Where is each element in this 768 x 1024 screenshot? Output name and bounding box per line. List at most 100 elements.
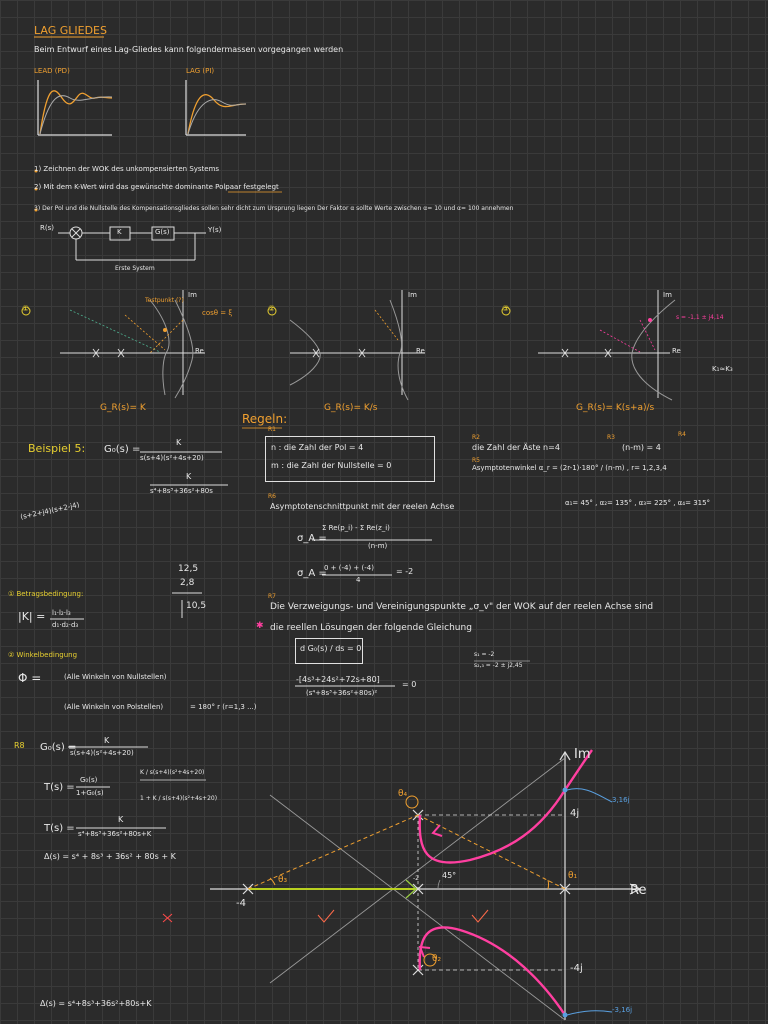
page-title: LAG GLIEDES [34,24,107,37]
bigplot-re: Re [630,883,647,898]
plot1-testpunkt: Testpunkt (?) [145,297,184,304]
regeln-r1: R1 [268,426,276,433]
deriv-den: (s⁴+8s³+36s²+80s)² [306,689,378,697]
beispiel-title: Beispiel 5: [28,442,86,455]
regeln-r7-text: Die Verzweigungs- und Vereinigungspunkte… [270,602,654,612]
plot1-marker: ① [22,304,30,313]
plot2-formula: G_R(s)= K/s [324,403,378,413]
winkel-sum2-result: = 180° r (r=1,3 ...) [190,703,257,711]
regeln-r6-text: Asymptotenschnittpunkt mit der reelen Ac… [270,502,455,511]
dg-eq: d G₀(s) / ds = 0 [300,644,362,653]
winkel-phi: Φ = [18,671,42,685]
bigplot-minus2: -2 [413,875,419,882]
s1-root: s₁ = -2 [474,651,495,658]
r8-t2-num: K [118,815,124,824]
betrag-num: l₁·l₂·l₃ [52,609,71,617]
betrag-den: d₁·d₂·d₃ [52,621,79,629]
r8-t-big: K / s(s+4)(s²+4s+20) [140,769,205,776]
intro-text: Beim Entwurf eines Lag-Gliedes kann folg… [34,45,344,54]
r8-g0-lhs: G₀(s) = [40,742,77,753]
step-3: 3) Der Pol und die Nullstelle des Kompen… [34,205,514,212]
dg-box [295,638,363,664]
winkel-sum2: (Alle Winkeln von Polstellen) [64,703,164,711]
regeln-r2-text: die Zahl der Äste n=4 [472,443,560,452]
beispiel-g0-den: s(s+4)(s²+4s+20) [140,454,204,462]
bigplot-theta4: θ₄ [398,789,408,799]
sigma-den: (n-m) [368,542,388,550]
bigplot-theta2: θ₂ [432,954,442,964]
lag-step-response [185,80,247,136]
r8-t-den: 1+G₀(s) [76,789,104,797]
deriv-eq: = 0 [402,680,417,689]
block-input: R(s) [40,224,54,232]
step-1: 1) Zeichnen der WOK des unkompensierten … [34,165,220,173]
regeln-r6: R6 [268,493,276,500]
side-number-c: 10,5 [186,601,207,611]
r8-t-big2: 1 + K / s(s+4)(s²+4s+20) [140,795,218,802]
r8-t-lhs: T(s) = [44,782,75,793]
root-locus-1 [21,290,205,399]
sigma-result: = -2 [396,567,414,576]
side-number-b: 2,8 [180,578,195,588]
block-diagram [58,226,206,261]
bigplot-im: Im [574,747,591,762]
s23-root: s₂,₃ = -2 ± j2,45 [474,662,523,669]
regeln-r3-text: (n-m) = 4 [622,443,661,452]
regeln-angles: α₁= 45° , α₂= 135° , α₃= 225° , α₄= 315° [565,499,711,507]
regeln-r7-text2: die reellen Lösungen der folgende Gleich… [270,623,472,633]
plot3-marker: ③ [502,304,510,313]
plot2-marker: ② [268,304,276,313]
bigplot-minus4: -4 [236,898,246,909]
block-g: G(s) [155,228,170,236]
beispiel-g0-num: K [176,438,182,447]
bigplot-theta1: θ₁ [568,871,578,881]
root-locus-3 [501,290,676,401]
lead-step-response [37,80,113,136]
bigplot-theta3: θ₃ [278,875,288,885]
bigplot-minus4j: -4j [570,963,583,974]
betrag-eq: |K| = [18,610,46,623]
block-output: Y(s) [208,226,222,234]
regeln-title: Regeln: [242,412,288,426]
sigma-a-lhs2: σ_A = [297,568,327,579]
winkel-sum1: (Alle Winkeln von Nullstellen) [64,673,167,681]
sigma-num: Σ Re(p_i) - Σ Re(z_i) [322,524,390,532]
r8-t2-lhs: T(s) = [44,823,75,834]
bigplot-cross-upper: 3,16j [612,796,630,804]
regeln-n: n : die Zahl der Pol = 4 [271,443,364,452]
r7-pink-mark: ✱ [256,621,264,631]
block-k: K [117,228,122,236]
regeln-r7: R7 [268,593,276,600]
plot1-cos: cosθ = ξ [202,309,233,317]
plot1-im: Im [188,291,197,299]
plot1-formula: G_R(s)= K [100,403,146,413]
lag-label: LAG (PI) [186,67,215,75]
sigma-calc-den: 4 [356,576,361,584]
regeln-r5: R5 [472,457,480,464]
plot1-re: Re [195,347,204,355]
regeln-box [265,436,435,482]
sigma-a-lhs: σ_A = [297,533,327,544]
deriv-num: -[4s³+24s²+72s+80] [296,675,380,684]
plot3-im: Im [663,291,672,299]
r8-g0-num: K [104,736,110,745]
side-number-a: 12,5 [178,564,199,574]
beispiel-g0-lhs: G₀(s) = [104,444,141,455]
r8-label: R8 [14,741,25,750]
plot3-s-label: s = -1,1 ± j4,14 [676,314,724,321]
regeln-r3: R3 [607,434,615,441]
block-caption: Erste System [115,265,155,272]
root-locus-2 [267,290,425,401]
big-root-locus [162,749,642,1021]
regeln-r5-text: Asymptotenwinkel α_r = (2r-1)·180° / (n-… [472,464,667,472]
plot3-k-approx: K₁≈K₃ [712,365,733,373]
plot2-re: Re [416,347,425,355]
regeln-r2: R2 [472,434,480,441]
bigplot-angle45: 45° [442,871,457,880]
r8-delta-bottom: Δ(s) = s⁴+8s³+36s²+80s+K [40,999,152,1008]
plot3-formula: G_R(s)= K(s+a)/s [576,403,655,413]
r8-g0-den: s(s+4)(s²+4s+20) [70,749,134,757]
lead-label: LEAD (PD) [34,67,70,75]
betrag-title: ① Betragsbedingung: [8,590,84,598]
